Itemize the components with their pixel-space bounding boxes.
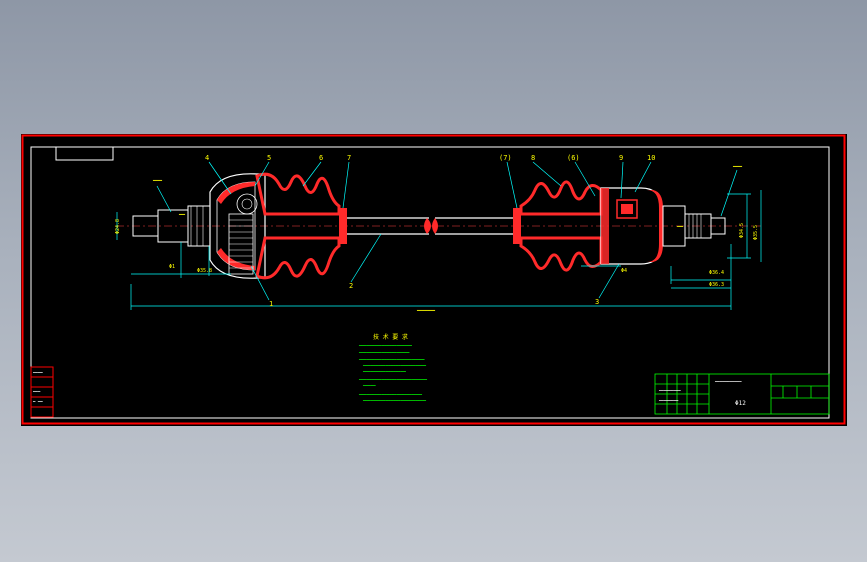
- part-no-3: 3: [595, 298, 599, 306]
- svg-text:━━━━━━━━━━━━━━━━━━━━━: ━━━━━━━━━━━━━━━━━━━━━: [358, 343, 412, 348]
- right-side-label: ━━━: [732, 164, 743, 170]
- tech-notes-title: 技 术 要 求: [373, 333, 408, 341]
- left-side-label: ━━━: [152, 178, 163, 184]
- dim-right-len2: Φ36.3: [709, 282, 724, 288]
- drawing-canvas: ━━━━ ━━━ ━ ━━: [21, 134, 846, 425]
- svg-text:━━━━━━━━━━━━━━━━━━━━: ━━━━━━━━━━━━━━━━━━━━: [358, 350, 410, 355]
- break-mark-left: [424, 218, 431, 234]
- dim-center: Φ4: [621, 268, 627, 274]
- ball-cage: [236, 193, 258, 215]
- dimension-lines: [116, 190, 762, 310]
- right-boot-upper: [519, 180, 603, 216]
- title-block: [654, 373, 830, 415]
- right-stub-end: [710, 217, 726, 235]
- part-no-1: 1: [269, 300, 273, 308]
- right-code-label: ━━: [676, 224, 684, 230]
- svg-text:━━━━━━━━: ━━━━━━━━: [658, 398, 679, 403]
- svg-text:━━━━━━━━━━━━━━━━━━━━━━━━━: ━━━━━━━━━━━━━━━━━━━━━━━━━: [362, 363, 427, 368]
- tripod-roller: [616, 199, 638, 219]
- dimension-texts: Φ35.8 Φ1 Φ36.4 Φ36.3 Φ4 ━━━━━━: [169, 264, 724, 314]
- dim-left-span: Φ1: [169, 264, 175, 270]
- left-boot-lower: [255, 236, 341, 280]
- svg-text:━━━━: ━━━━: [32, 370, 43, 375]
- dim-right-len1: Φ36.4: [709, 270, 724, 276]
- drawing-frame: [30, 146, 830, 419]
- svg-text:━━━━━━━━━━━━━━━━━━━━━━━━━: ━━━━━━━━━━━━━━━━━━━━━━━━━: [358, 392, 423, 397]
- dim-right-dia2: Φ35.5: [753, 225, 759, 240]
- part-no-4: 4: [205, 154, 209, 162]
- svg-text:━━━━━━━━━━━━━━━━━━━━━━━━━: ━━━━━━━━━━━━━━━━━━━━━━━━━: [362, 398, 427, 403]
- part-no-2: 2: [349, 282, 353, 290]
- part-no-9: 9: [619, 154, 623, 162]
- part-no-8: 8: [531, 154, 535, 162]
- right-boot-lower: [519, 236, 603, 272]
- left-boot-upper: [255, 172, 341, 216]
- dim-left-len: Φ35.8: [197, 268, 212, 274]
- svg-text:━━━━━━━━━: ━━━━━━━━━: [658, 388, 681, 393]
- drive-shaft-assembly: [116, 172, 761, 280]
- leader-lines: [156, 161, 738, 301]
- left-clamp: [339, 208, 347, 244]
- vertical-dim-texts: Φ24.8 Φ34.5 Φ35.5: [115, 219, 759, 240]
- outer-border: [21, 134, 846, 425]
- title-block-label: Φ12: [735, 400, 746, 407]
- dim-right-dia1: Φ34.5: [739, 223, 745, 238]
- svg-text:━━━━━━━━━━━━━━━━━━━━━━━━━━: ━━━━━━━━━━━━━━━━━━━━━━━━━━: [358, 357, 425, 362]
- part-no-6: 6: [319, 154, 323, 162]
- dim-left-dia: Φ24.8: [115, 219, 121, 234]
- left-margin-text: ━━━━ ━━━ ━ ━━: [32, 370, 43, 404]
- dim-overall: ━━━━━━: [416, 308, 436, 314]
- svg-text:━━━━━━━━━━━━━━━━━: ━━━━━━━━━━━━━━━━━: [362, 369, 406, 374]
- right-clamp: [513, 208, 521, 244]
- part-no-7b: (7): [499, 154, 512, 162]
- corner-box: [55, 147, 114, 161]
- part-no-10: 10: [647, 154, 655, 162]
- title-block-text: ━━━━━━━━━━━ Φ12 ━━━━━━━━━ ━━━━━━━━: [658, 379, 746, 407]
- svg-text:━ ━━: ━ ━━: [32, 399, 43, 404]
- svg-text:━━━━━━━━━━━: ━━━━━━━━━━━: [714, 379, 742, 384]
- svg-text:━━━━━━━━━━━━━━━━━━━━━━━━━━━: ━━━━━━━━━━━━━━━━━━━━━━━━━━━: [358, 377, 428, 382]
- part-numbers: 4 5 6 7 (7) 8 (6) 9 10 1 2 3: [205, 154, 655, 308]
- break-mark-right: [432, 218, 438, 234]
- technical-notes: 技 术 要 求 ━━━━━━━━━━━━━━━━━━━━━ ━━━━━━━━━━…: [358, 333, 428, 403]
- left-margin-table: [30, 366, 54, 418]
- svg-text:━━━━━: ━━━━━: [362, 383, 376, 388]
- svg-text:━━━: ━━━: [32, 389, 41, 394]
- cad-viewport[interactable]: ━━━━ ━━━ ━ ━━: [21, 134, 847, 426]
- part-no-6b: (6): [567, 154, 580, 162]
- left-code-label: ━━: [178, 212, 186, 218]
- part-no-5: 5: [267, 154, 271, 162]
- part-no-7: 7: [347, 154, 351, 162]
